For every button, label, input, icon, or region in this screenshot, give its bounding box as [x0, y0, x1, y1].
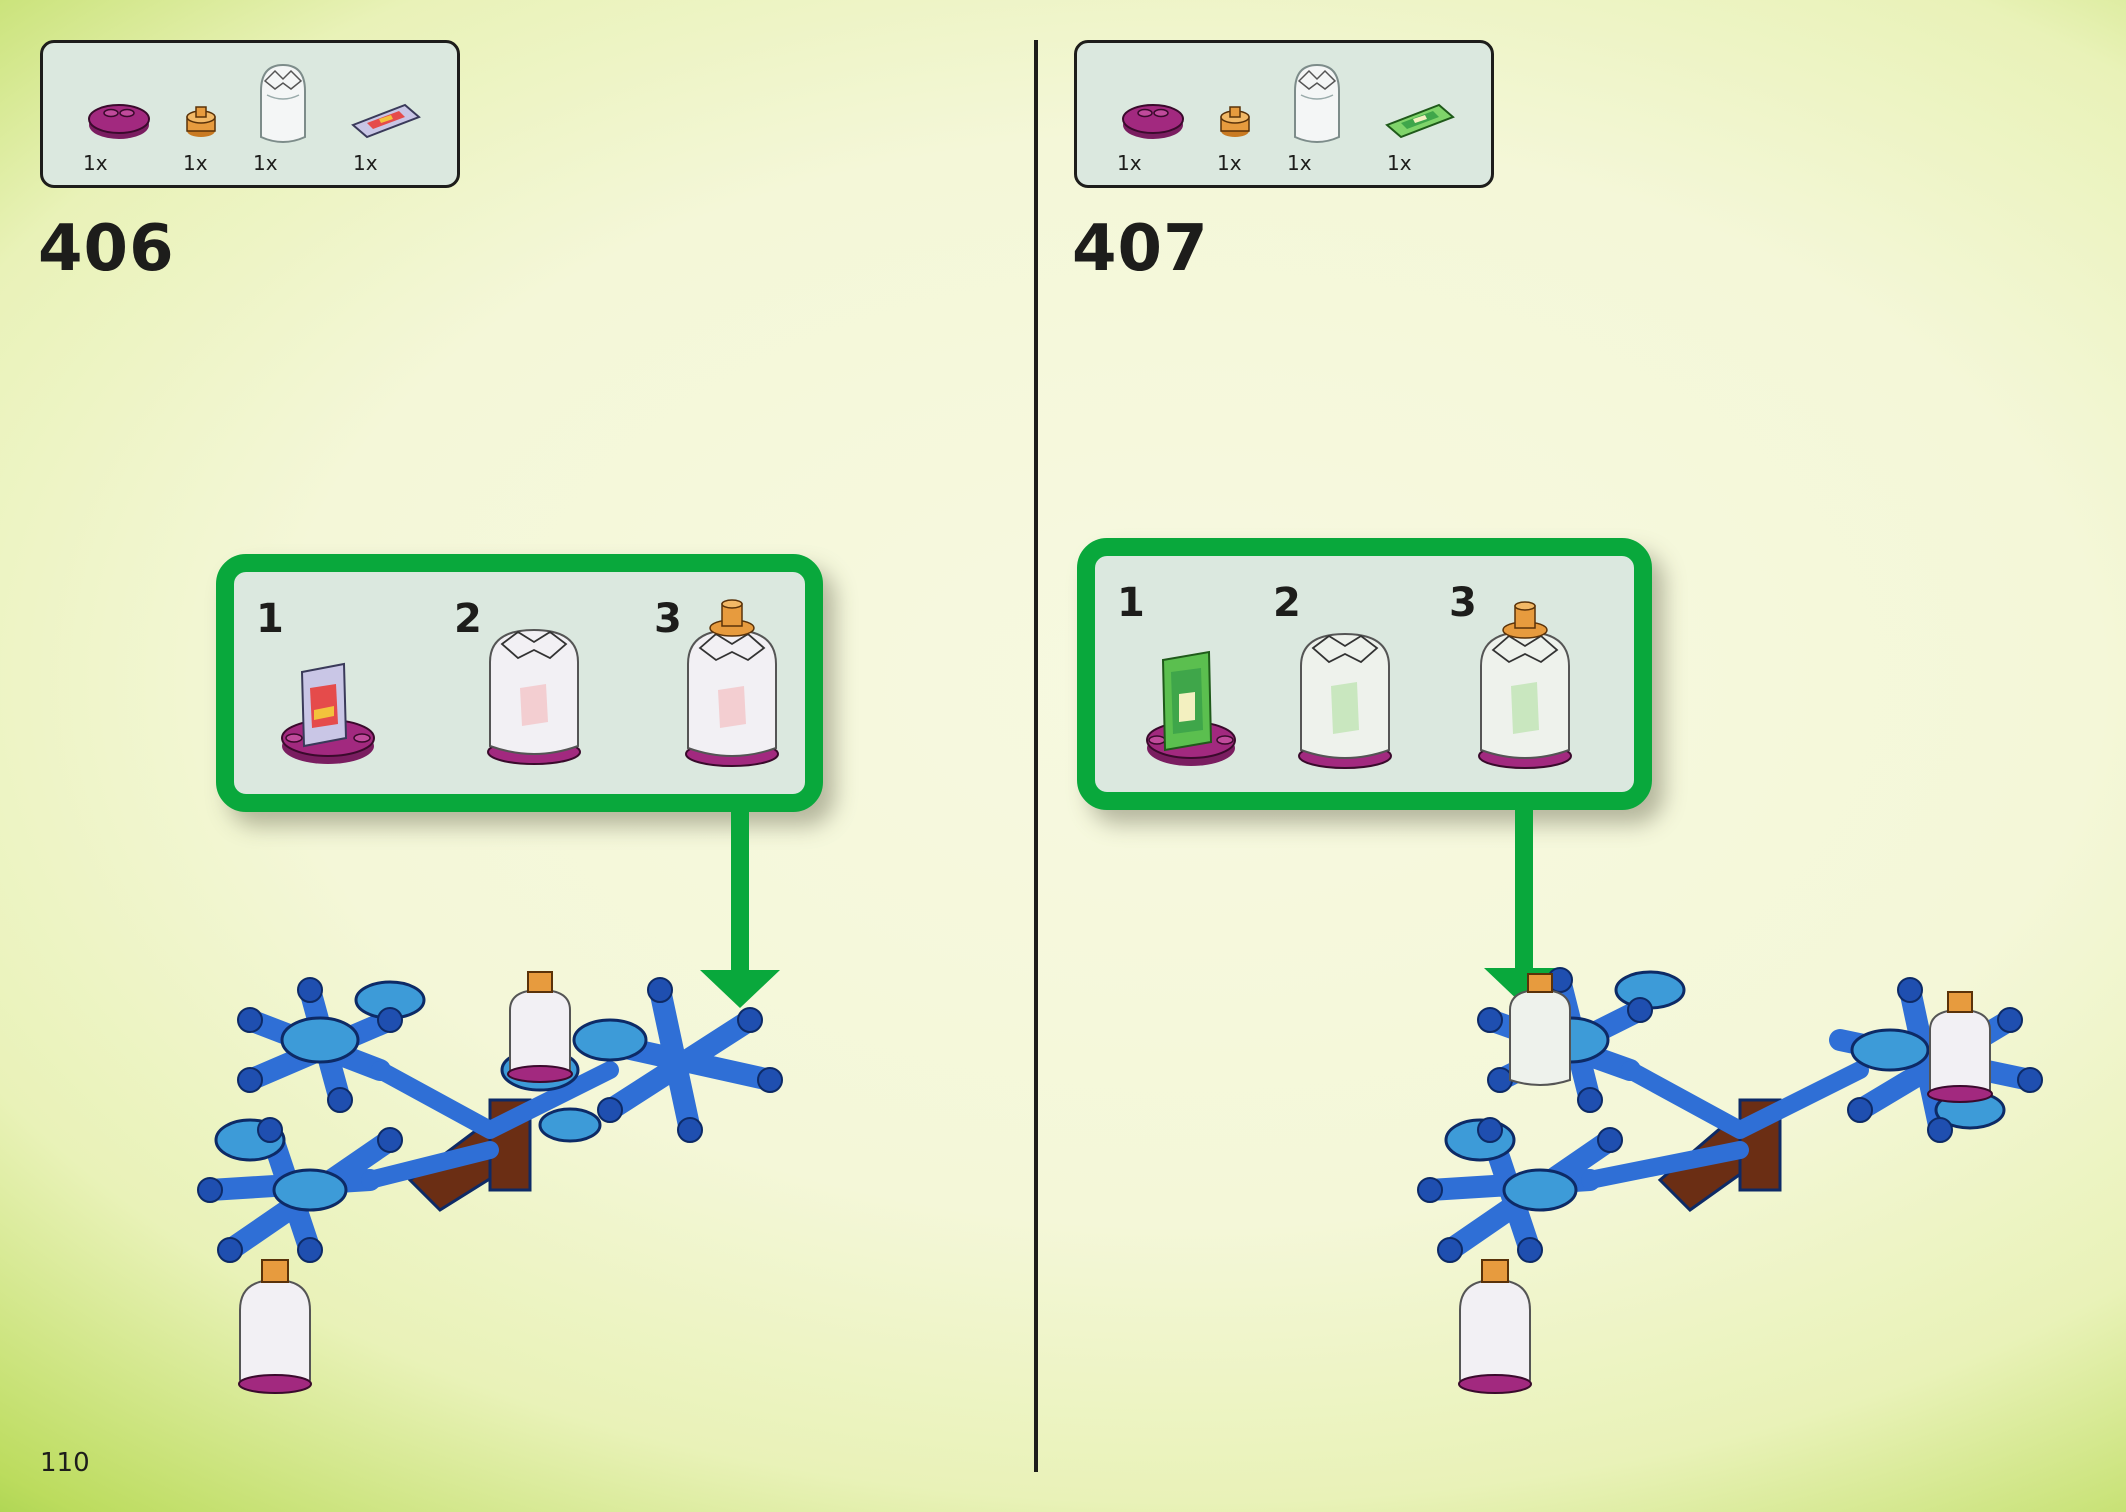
parts-list: 1x 1x 1x [1074, 40, 1494, 188]
substep-number: 1 [256, 596, 284, 642]
part-quantity: 1x [253, 151, 278, 175]
parts-list: 1x 1x 1x [40, 40, 460, 188]
part-item: 1x [79, 61, 159, 175]
part-item: 1x [1113, 61, 1193, 175]
part-quantity: 1x [353, 151, 378, 175]
tile-on-plate-icon [281, 662, 375, 764]
transparent-dome-icon [260, 63, 306, 143]
step-number: 406 [38, 212, 175, 286]
part-quantity: 1x [1287, 151, 1312, 175]
tree-model-illustration [1417, 967, 2043, 1394]
step-407: 1x 1x 1x [1040, 0, 2074, 1512]
orange-cone-piece-icon [186, 106, 216, 137]
part-quantity: 1x [1217, 151, 1242, 175]
page-divider [1034, 40, 1038, 1472]
tile-on-plate-icon [1146, 650, 1236, 766]
part-item: 1x [1383, 61, 1463, 175]
substep-number: 3 [1449, 580, 1477, 626]
capped-dome-icon [685, 599, 779, 767]
substep-number: 2 [454, 596, 482, 642]
dome-on-plate-icon [1298, 632, 1392, 769]
part-quantity: 1x [1117, 151, 1142, 175]
tree-model-illustration [197, 971, 783, 1394]
substep-number: 2 [1273, 580, 1301, 626]
magenta-round-plate-icon [1122, 104, 1184, 139]
substep-number: 3 [654, 596, 682, 642]
printed-tile-green-icon [1385, 103, 1455, 139]
orange-cone-piece-icon [1220, 106, 1250, 137]
part-quantity: 1x [183, 151, 208, 175]
magenta-round-plate-icon [88, 104, 150, 139]
capped-dome-icon [1478, 601, 1572, 769]
part-item: 1x [249, 61, 329, 175]
sub-assembly-callout: 1 2 3 [216, 554, 823, 812]
substep-number: 1 [1117, 580, 1145, 626]
part-item: 1x [179, 61, 259, 175]
callout-arrow [700, 810, 780, 1008]
part-quantity: 1x [83, 151, 108, 175]
step-406: 1x 1x 1x [0, 0, 1034, 1512]
step-number: 407 [1072, 212, 1209, 286]
part-item: 1x [349, 61, 429, 175]
printed-tile-pink-icon [351, 103, 421, 139]
page-number: 110 [40, 1448, 90, 1478]
dome-on-plate-icon [487, 628, 581, 765]
sub-assembly-callout: 1 2 3 [1077, 538, 1652, 810]
part-item: 1x [1213, 61, 1293, 175]
transparent-dome-icon [1294, 63, 1340, 143]
part-item: 1x [1283, 61, 1363, 175]
part-quantity: 1x [1387, 151, 1412, 175]
